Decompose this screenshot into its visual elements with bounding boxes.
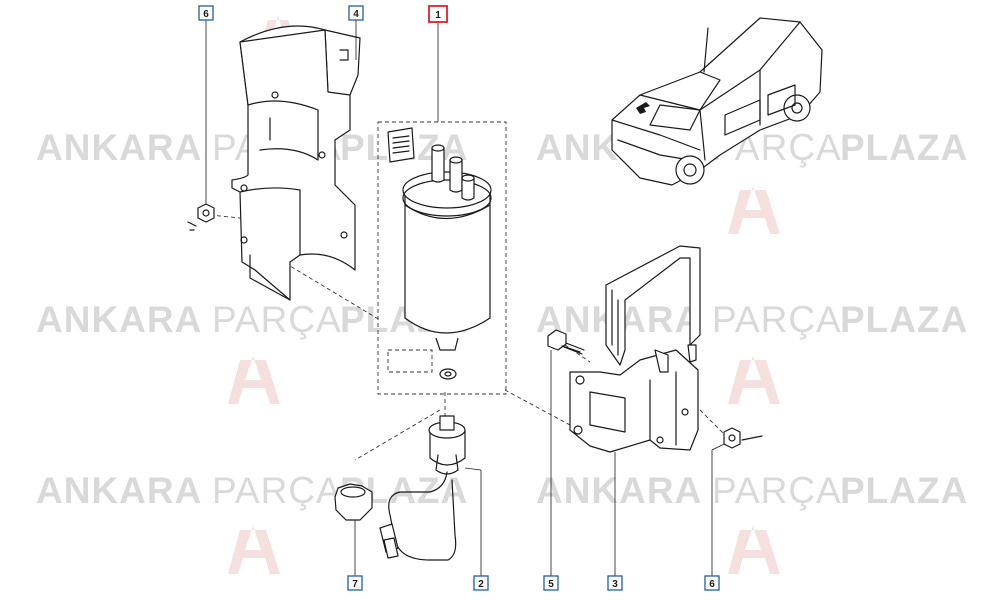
watermark-row-2: ANKARA PARÇA PLAZA ANKARA PARÇA PLAZA (36, 299, 968, 340)
watermark-text-plaza: PLAZA (840, 127, 968, 168)
callout-label: 1 (435, 10, 441, 21)
water-sensor (379, 415, 466, 561)
vehicle-locator-icon (611, 17, 823, 186)
callout-6-bottom[interactable]: 6 (704, 575, 720, 591)
fuel-filter-group (377, 121, 507, 395)
sensor-cap (334, 483, 373, 521)
watermark-text-ankara: ANKARA (36, 299, 202, 340)
callout-2[interactable]: 2 (473, 575, 489, 591)
watermark-layer: ANKARA PARÇA PLAZA ANKARA PARÇA PLAZA AN… (36, 16, 968, 574)
callout-label: 6 (203, 9, 209, 20)
callout-label: 3 (612, 579, 618, 590)
fuel-filter (402, 144, 492, 351)
callout-5[interactable]: 5 (543, 575, 559, 591)
watermark-text-ankara: ANKARA (36, 470, 202, 511)
watermark-logo (228, 16, 780, 574)
watermark-text-plaza: PLAZA (840, 470, 968, 511)
watermark-text-plaza: PLAZA (840, 299, 968, 340)
watermark-text-parca: PARÇA (212, 470, 342, 511)
bolt (547, 329, 585, 355)
watermark-text-ankara: ANKARA (36, 127, 202, 168)
callout-label: 4 (353, 9, 359, 20)
nut-left (187, 203, 215, 231)
watermark-text-ankara: ANKARA (536, 470, 702, 511)
callout-label: 2 (478, 579, 484, 590)
watermark-text-parca: PARÇA (712, 299, 842, 340)
callout-label: 7 (352, 579, 358, 590)
washer (439, 368, 457, 380)
callout-label: 6 (709, 579, 715, 590)
watermark-row-3: ANKARA PARÇA PLAZA ANKARA PARÇA PLAZA (36, 470, 968, 511)
callout-label: 5 (548, 579, 554, 590)
callout-7[interactable]: 7 (347, 575, 363, 591)
callout-3[interactable]: 3 (607, 575, 623, 591)
arrow-locator-icon (636, 102, 650, 114)
callout-4[interactable]: 4 (348, 5, 364, 21)
nut-right (723, 427, 763, 449)
callout-6-top[interactable]: 6 (198, 5, 214, 21)
leader-lines (205, 20, 725, 577)
watermark-text-parca: PARÇA (712, 470, 842, 511)
heat-shield (231, 25, 361, 301)
callout-1[interactable]: 1 (428, 5, 448, 23)
mounting-bracket (569, 245, 701, 453)
watermark-row-1: ANKARA PARÇA PLAZA ANKARA PARÇA PLAZA (36, 127, 968, 168)
watermark-text-parca: PARÇA (212, 299, 342, 340)
